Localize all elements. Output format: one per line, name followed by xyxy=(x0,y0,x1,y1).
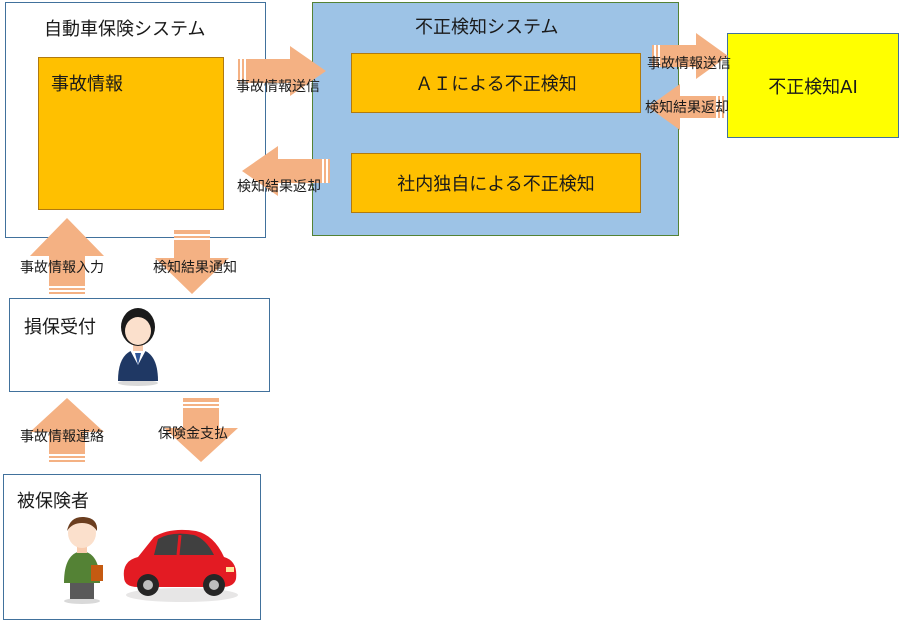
internal-detection-module: 社内独自による不正検知 xyxy=(351,153,641,213)
fraud-ai-label: 不正検知AI xyxy=(768,76,858,98)
car-icon xyxy=(123,529,238,602)
label-send-to-fraud-system: 事故情報送信 xyxy=(236,79,320,95)
internal-detection-label: 社内独自による不正検知 xyxy=(397,174,595,195)
ai-detection-label: ＡＩによる不正検知 xyxy=(415,74,577,95)
label-return-from-fraud-system: 検知結果返却 xyxy=(237,179,321,195)
reception-staff-icon xyxy=(118,308,158,386)
arrow-return-from-ai xyxy=(648,84,724,130)
label-reception-input: 事故情報入力 xyxy=(20,260,104,276)
arrow-return-from-fraud-system xyxy=(242,146,330,196)
arrow-send-to-ai xyxy=(652,33,728,79)
label-payment: 保険金支払 xyxy=(158,426,228,442)
label-return-from-ai: 検知結果返却 xyxy=(645,100,729,116)
label-send-to-ai: 事故情報送信 xyxy=(647,56,731,72)
accident-info-box: 事故情報 xyxy=(38,57,224,210)
reception-title: 損保受付 xyxy=(24,317,96,338)
insured-box: 被保険者 xyxy=(3,474,261,620)
fraud-ai-box: 不正検知AI xyxy=(727,33,899,138)
arrow-send-to-fraud-system xyxy=(238,46,326,96)
car-insurance-system-title: 自動車保険システム xyxy=(44,19,206,40)
ai-detection-module: ＡＩによる不正検知 xyxy=(351,53,641,113)
arrow-payment xyxy=(164,398,238,462)
reception-box: 損保受付 xyxy=(9,298,270,392)
insured-person-icon xyxy=(64,516,103,604)
label-insured-contact: 事故情報連絡 xyxy=(20,429,104,445)
fraud-detection-system-box: 不正検知システム ＡＩによる不正検知 社内独自による不正検知 xyxy=(312,2,679,236)
arrow-reception-input xyxy=(30,218,104,294)
fraud-detection-system-title: 不正検知システム xyxy=(415,17,559,38)
car-insurance-system-box: 自動車保険システム 事故情報 xyxy=(5,2,266,238)
arrow-insured-contact xyxy=(30,398,104,462)
accident-info-label: 事故情報 xyxy=(51,74,123,95)
label-notify-result: 検知結果通知 xyxy=(153,260,237,276)
arrow-notify-result xyxy=(155,230,229,294)
insured-title: 被保険者 xyxy=(17,491,89,512)
